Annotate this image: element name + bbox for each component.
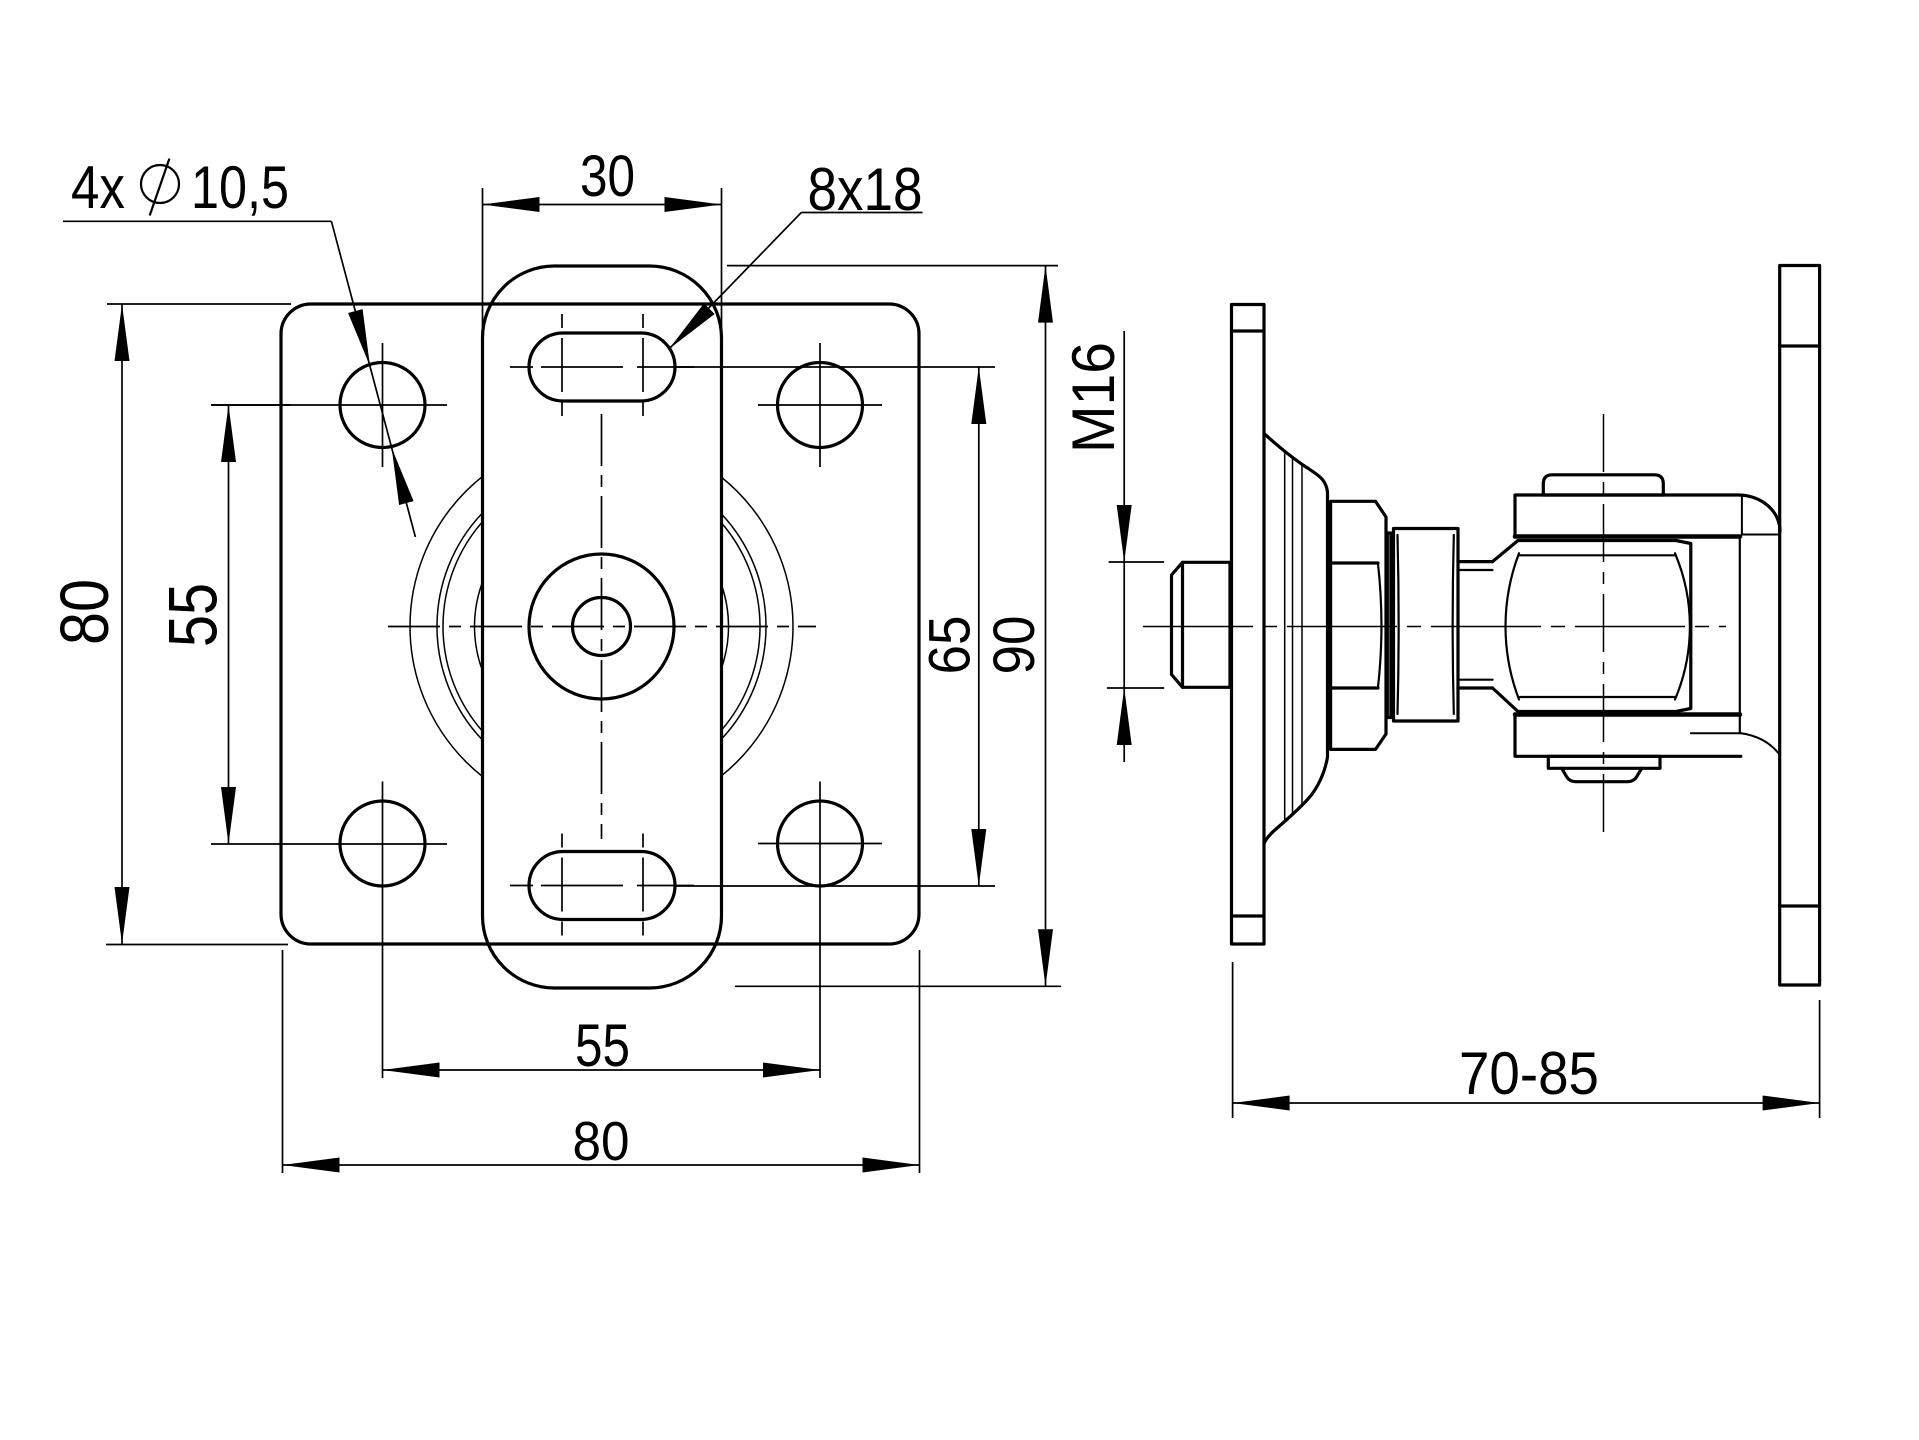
- svg-text:65: 65: [917, 615, 982, 674]
- svg-text:8x18: 8x18: [808, 156, 923, 223]
- svg-text:70-85: 70-85: [1459, 1041, 1599, 1108]
- svg-text:4x: 4x: [71, 154, 125, 221]
- svg-text:M16: M16: [1061, 342, 1128, 453]
- svg-text:80: 80: [573, 1111, 630, 1172]
- svg-text:30: 30: [580, 144, 635, 209]
- svg-text:80: 80: [46, 579, 123, 645]
- svg-text:90: 90: [982, 615, 1047, 674]
- svg-text:55: 55: [575, 1011, 630, 1079]
- svg-text:10,5: 10,5: [191, 154, 289, 221]
- svg-text:55: 55: [154, 583, 231, 647]
